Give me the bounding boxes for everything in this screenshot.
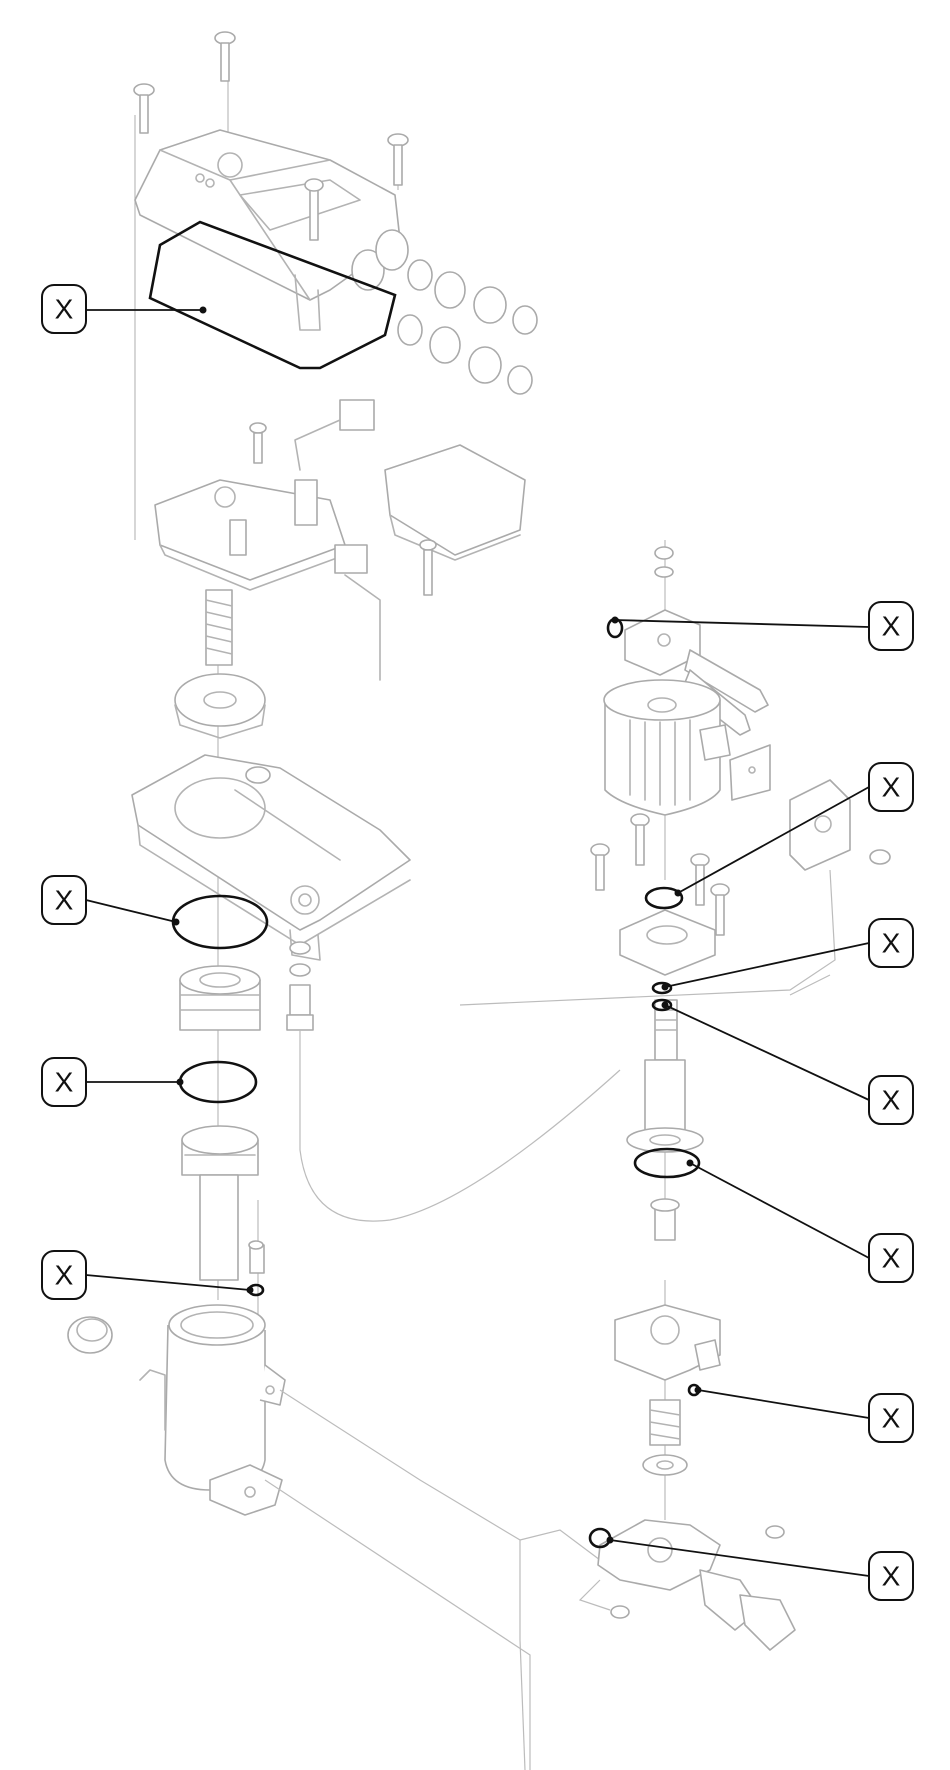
callout-coil-oring: X [868,762,914,812]
callout-plunger-oring: X [41,1250,87,1300]
svg-text:X: X [882,1085,901,1116]
housing-cover [134,129,401,331]
callout-big-ring-1: X [41,875,87,925]
svg-text:X: X [55,1260,74,1291]
callout-seat-oring-a: X [868,918,914,968]
svg-text:X: X [882,1243,901,1274]
leader-lines [85,306,870,1577]
seat-oring-a [651,981,673,995]
small-fittings [286,941,621,1222]
svg-text:X: X [882,772,901,803]
bushing-and-tube [179,965,265,1281]
svg-text:X: X [55,1067,74,1098]
callout-stem-ring-large: X [868,1233,914,1283]
seat-oring-b [651,998,673,1012]
svg-text:X: X [55,294,74,325]
svg-text:X: X [882,611,901,642]
svg-text:X: X [55,885,74,916]
cable-glands [351,229,538,395]
callout-big-ring-2: X [41,1057,87,1107]
callout-seat-oring-b: X [868,1075,914,1125]
pcb-assembly [154,399,526,681]
stem-ring-large [633,1147,701,1179]
screw-top-right [387,133,409,186]
callout-pilot-oring: X [868,601,914,651]
lower-housing [67,1304,601,1770]
coil-oring [644,886,684,910]
right-valve-stack [459,546,891,1651]
screw-top-left [133,83,155,134]
screw-top-center [214,31,236,82]
svg-text:X: X [882,928,901,959]
parts-line-art [67,31,891,1770]
svg-text:X: X [882,1561,901,1592]
callout-base-oring: X [868,1551,914,1601]
spring-and-cam [174,589,266,739]
callout-valve-body-oring: X [868,1393,914,1443]
callout-gasket: X [41,284,87,334]
big-oring-1 [171,894,269,950]
base-plate [131,754,411,961]
svg-text:X: X [882,1403,901,1434]
